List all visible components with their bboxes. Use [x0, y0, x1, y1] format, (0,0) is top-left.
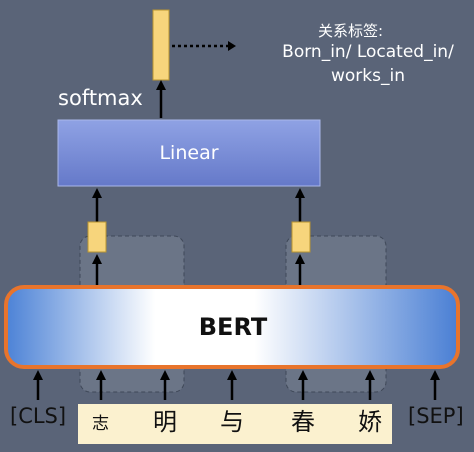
token-box [78, 404, 392, 444]
arrow-head [295, 188, 305, 198]
sep-token: [SEP] [408, 404, 464, 428]
token-char-4: 春 [291, 408, 315, 436]
bert-box [4, 285, 460, 369]
relation-label-line1: Born_in/ Located_in/ [282, 42, 454, 62]
entity-vector-left [87, 221, 107, 253]
output-vector [152, 9, 170, 81]
linear-layer-box [57, 119, 321, 187]
token-char-1: 志 [92, 414, 109, 434]
entity-vector-right [291, 221, 311, 253]
arrow-head [92, 188, 102, 198]
relation-label-title: 关系标签: [318, 22, 384, 40]
input-arrows [33, 370, 440, 400]
softmax-label: softmax [58, 86, 143, 110]
arrow-head [92, 254, 102, 264]
arrow-head [156, 80, 166, 90]
cls-token: [CLS] [10, 404, 67, 428]
relation-label-line2: works_in [331, 66, 405, 86]
linear-label: Linear [159, 142, 219, 164]
token-char-2: 明 [153, 408, 177, 436]
token-char-5: 娇 [358, 408, 382, 436]
arrow-head [295, 254, 305, 264]
dotted-arrow-head [228, 41, 236, 51]
bert-label: BERT [198, 313, 268, 341]
token-char-3: 与 [220, 408, 244, 436]
